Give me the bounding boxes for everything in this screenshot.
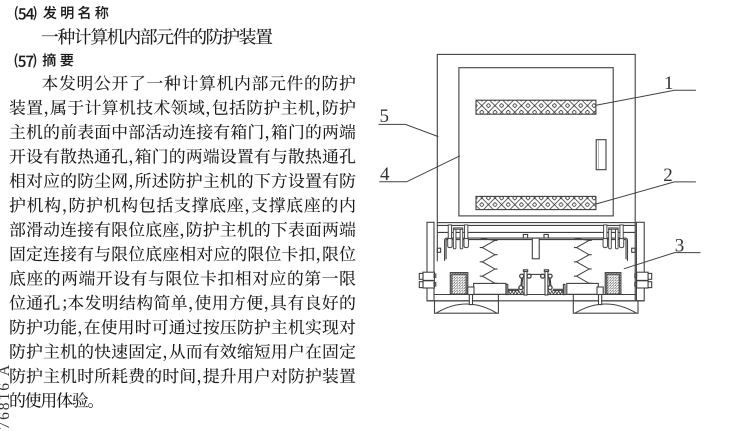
svg-text:4: 4: [380, 164, 390, 185]
svg-text:2: 2: [663, 165, 673, 186]
svg-text:976816 A: 976816 A: [0, 363, 13, 431]
svg-text:3: 3: [675, 235, 685, 256]
svg-text:1: 1: [664, 73, 674, 94]
svg-text:5: 5: [380, 106, 390, 127]
